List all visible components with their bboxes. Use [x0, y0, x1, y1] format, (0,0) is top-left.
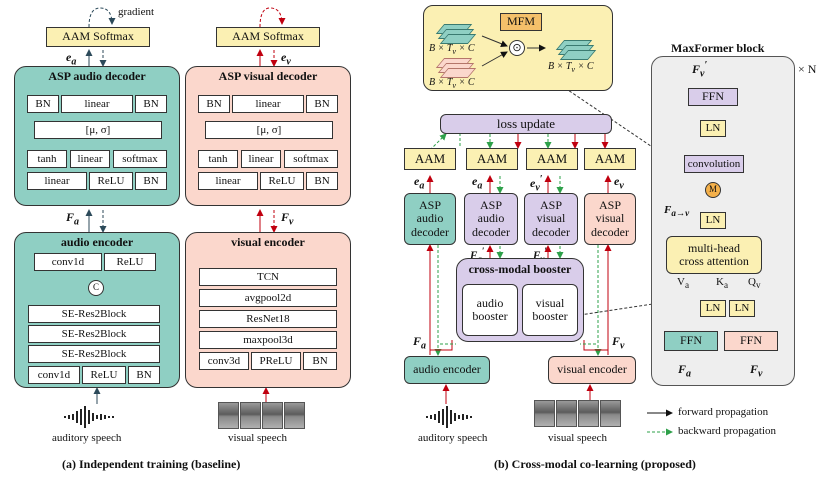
- se-res2block-3: SE-Res2Block: [28, 345, 160, 363]
- f-a-label: Fa: [66, 210, 80, 228]
- legend-forward: forward propagation: [678, 406, 769, 418]
- ffn-visual: FFN: [724, 331, 778, 351]
- relu-box: ReLU: [89, 172, 133, 190]
- f-v-label-b: Fv: [612, 334, 625, 352]
- conv3d-box: conv3d: [199, 352, 249, 370]
- linear-box: linear: [27, 172, 87, 190]
- relu-box: ReLU: [82, 366, 126, 384]
- bn-box: BN: [128, 366, 160, 384]
- bn-box: BN: [198, 95, 230, 113]
- e-v-label-b: ev: [614, 174, 624, 192]
- tanh-box: tanh: [198, 150, 238, 168]
- resnet18-box: ResNet18: [199, 310, 337, 328]
- tcn-box: TCN: [199, 268, 337, 286]
- merge-circle: M: [705, 182, 721, 198]
- k-a-label: Ka: [716, 276, 729, 291]
- aam-4: AAM: [584, 148, 636, 170]
- e-a-label: ea: [66, 50, 77, 68]
- auditory-speech-label-a: auditory speech: [52, 432, 122, 444]
- relu-box: ReLU: [104, 253, 156, 271]
- f-a-label-b: Fa: [413, 334, 427, 352]
- bn-box: BN: [303, 352, 337, 370]
- q-v-label: Qv: [748, 276, 761, 291]
- aam-softmax-audio: AAM Softmax: [46, 27, 150, 47]
- linear-box: linear: [70, 150, 110, 168]
- caption-b: (b) Cross-modal co-learning (proposed): [494, 457, 696, 471]
- waveform-icon: [62, 406, 122, 428]
- concat-circle: C: [88, 280, 104, 296]
- se-res2block-2: SE-Res2Block: [28, 325, 160, 343]
- mfm-label: MFM: [500, 13, 542, 31]
- caption-a: (a) Independent training (baseline): [62, 457, 241, 471]
- relu-box: ReLU: [260, 172, 304, 190]
- linear-box: linear: [61, 95, 133, 113]
- bn-box: BN: [135, 95, 167, 113]
- prelu-box: PReLU: [251, 352, 301, 370]
- avgpool2d-box: avgpool2d: [199, 289, 337, 307]
- dim-label-bottom: B × Tv × C: [429, 77, 475, 90]
- maxformer-title: MaxFormer block: [671, 41, 765, 55]
- aam-2: AAM: [466, 148, 518, 170]
- dim-label-top: B × Tv × C: [429, 43, 475, 56]
- f-v-prime-out: Fv′: [692, 60, 708, 80]
- se-res2block-1: SE-Res2Block: [28, 305, 160, 323]
- f-a-input: Fa: [678, 362, 692, 380]
- softmax-box: softmax: [113, 150, 167, 168]
- mu-sigma-box: [μ, σ]: [205, 121, 333, 139]
- bn-box: BN: [306, 95, 338, 113]
- v-a-label: Va: [677, 276, 690, 291]
- dim-label-out: B × Tv × C: [548, 61, 594, 74]
- waveform-icon: [424, 406, 484, 428]
- visual-encoder-b: visual encoder: [548, 356, 636, 384]
- aam-3: AAM: [526, 148, 578, 170]
- ln-box-audio: LN: [700, 300, 726, 317]
- aam-softmax-visual: AAM Softmax: [216, 27, 320, 47]
- ffn-top: FFN: [688, 88, 738, 106]
- linear-box: linear: [232, 95, 304, 113]
- e-a-label-2: ea: [472, 174, 483, 192]
- auditory-speech-label-b: auditory speech: [418, 432, 488, 444]
- bn-box: BN: [135, 172, 167, 190]
- linear-box: linear: [241, 150, 281, 168]
- odot-circle: ⊙: [509, 40, 525, 56]
- convolution-box: convolution: [684, 155, 744, 173]
- maxpool3d-box: maxpool3d: [199, 331, 337, 349]
- conv1d-box: conv1d: [34, 253, 102, 271]
- linear-box: linear: [198, 172, 258, 190]
- aam-1: AAM: [404, 148, 456, 170]
- audio-encoder-b: audio encoder: [404, 356, 490, 384]
- f-a-to-v-label: Fa→v: [664, 204, 690, 219]
- loss-update-box: loss update: [440, 114, 612, 134]
- ln-box-visual: LN: [729, 300, 755, 317]
- ln-box: LN: [700, 120, 726, 137]
- conv1d-box: conv1d: [28, 366, 80, 384]
- f-v-label: Fv: [281, 210, 294, 228]
- bn-box: BN: [27, 95, 59, 113]
- visual-speech-label-a: visual speech: [228, 432, 287, 444]
- softmax-box: softmax: [284, 150, 338, 168]
- ln-box: LN: [700, 212, 726, 229]
- tanh-box: tanh: [27, 150, 67, 168]
- f-v-input: Fv: [750, 362, 763, 380]
- e-a-label-1: ea: [414, 174, 425, 192]
- times-n-label: × N: [798, 62, 817, 76]
- mu-sigma-box: [μ, σ]: [34, 121, 162, 139]
- legend-backward: backward propagation: [678, 425, 777, 437]
- gradient-label: gradient: [118, 6, 155, 18]
- ffn-audio: FFN: [664, 331, 718, 351]
- bn-box: BN: [306, 172, 338, 190]
- e-v-prime-label: ev′: [530, 174, 543, 194]
- visual-speech-label-b: visual speech: [548, 432, 607, 444]
- e-v-label: ev: [281, 50, 291, 68]
